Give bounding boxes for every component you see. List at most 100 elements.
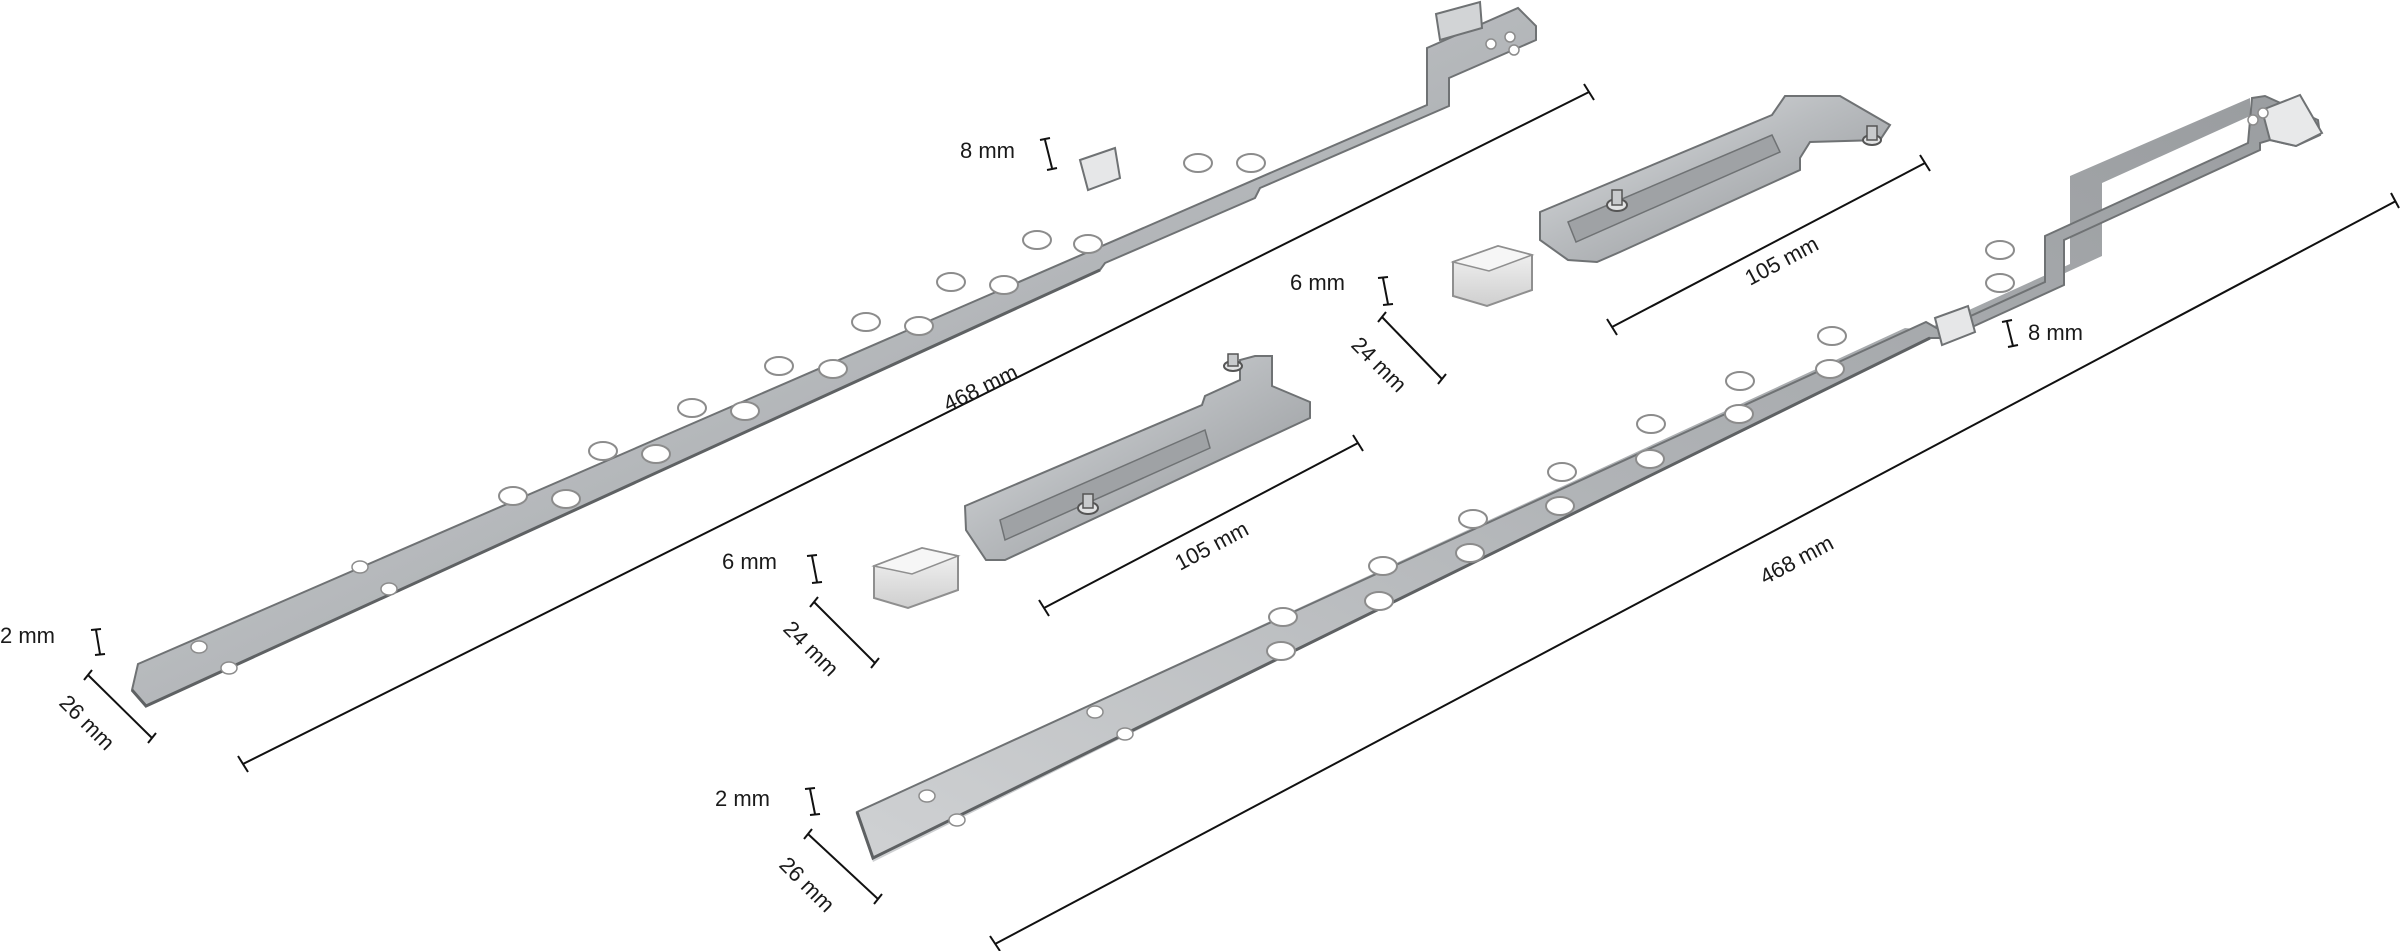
dimension-tick [1038,599,1050,617]
hole [764,356,794,376]
dimension-tick [809,813,821,816]
dimension-line-strip2-hook [2006,321,2014,347]
hole [498,486,528,506]
hole [1086,705,1104,719]
dimension-line-strip1-hook [1044,139,1053,169]
label-strip1-hook-height: 8 mm [960,138,1015,163]
dimension-line-bracket2-clip-width [1381,316,1443,380]
hole [351,560,369,574]
label-bracket1-length: 105 mm [1171,516,1253,575]
hole [1116,727,1134,741]
hole [1368,556,1398,576]
hook-hole [1508,44,1520,56]
hole [1236,153,1266,173]
label-strip1-width: 26 mm [54,690,119,755]
bracket-middle [963,353,1311,561]
dimension-tick [1437,373,1447,385]
dimension-line-strip1-length [242,91,1590,765]
dimension-tick [1583,83,1595,101]
hole [220,661,238,675]
hole [380,582,398,596]
hole [1636,414,1666,434]
dimension-tick [811,581,823,584]
label-bracket2-clip-height: 6 mm [1290,270,1345,295]
dimension-line-bracket2-clip-height [1382,277,1389,305]
dimension-tick [2001,319,2013,323]
dimension-tick [2007,344,2019,348]
bracket-stud-post [1866,125,1878,141]
dimension-line-strip1-width [87,674,153,739]
label-strip2-thickness: 2 mm [715,786,770,811]
dimension-tick [1377,311,1387,323]
label-bracket2-length: 105 mm [1741,231,1823,290]
hole [948,813,966,827]
dimension-lines [83,83,2400,951]
hole [1458,509,1488,529]
hole [190,640,208,654]
strip-holes [918,240,2015,827]
dimension-tick [90,628,102,631]
hole [730,401,760,421]
dimension-tick [1377,276,1389,279]
hole [588,441,618,461]
hole [1724,404,1754,424]
label-strip2-width: 26 mm [774,852,839,917]
label-strip2-hook-height: 8 mm [2028,320,2083,345]
dimension-tick [804,787,816,790]
dimension-line-bracket2-length [1611,162,1926,328]
strip-holes [190,153,1266,675]
bracket-top-right [1539,95,1892,264]
dimension-tick [989,935,1001,951]
label-strip1-length: 468 mm [939,359,1021,416]
dimension-tick [809,596,819,608]
hole [1985,273,2015,293]
dimension-tick [1919,154,1931,172]
hole [1815,359,1845,379]
hole [1183,153,1213,173]
dimension-tick [1046,167,1058,171]
label-bracket2-clip-width: 24 mm [1346,332,1411,397]
bracket-stud-post [1082,493,1094,509]
clip-top [871,547,961,575]
hole [1455,543,1485,563]
hole [918,789,936,803]
hole [851,312,881,332]
clip-top [1450,245,1535,272]
hook-hole [2257,107,2269,119]
strip-edge [855,336,1931,861]
hole [989,275,1019,295]
hole [1817,326,1847,346]
hole [1635,449,1665,469]
dimension-tick [1352,434,1364,452]
clip-middle [871,546,961,610]
dimension-tick [83,669,93,681]
hole [1073,234,1103,254]
dimension-line-strip2-length [994,200,2397,945]
hook-hole [1485,38,1497,50]
mounting-strip-left [130,0,1537,708]
bracket-channel [1567,134,1782,243]
hook-hole [1504,31,1516,43]
hook-tab [2260,93,2324,148]
strip-clip [1933,304,1977,347]
dimension-tick [873,893,883,905]
hook-hole [2247,114,2259,126]
label-bracket1-clip-width: 24 mm [778,616,843,681]
hole [904,316,934,336]
hole [1545,496,1575,516]
strip-clip [1078,146,1122,192]
hole [1547,462,1577,482]
hole [936,272,966,292]
hole [677,398,707,418]
label-strip1-thickness: 2 mm [0,623,55,648]
dimension-tick [237,755,249,773]
dimension-tick [147,732,157,744]
dimension-tick [870,657,880,669]
hole [551,489,581,509]
dimension-tick [806,554,818,557]
hole [818,359,848,379]
dimension-tick [1606,318,1618,336]
hole [1266,641,1296,661]
dimension-line-strip2-thickness [809,788,816,815]
